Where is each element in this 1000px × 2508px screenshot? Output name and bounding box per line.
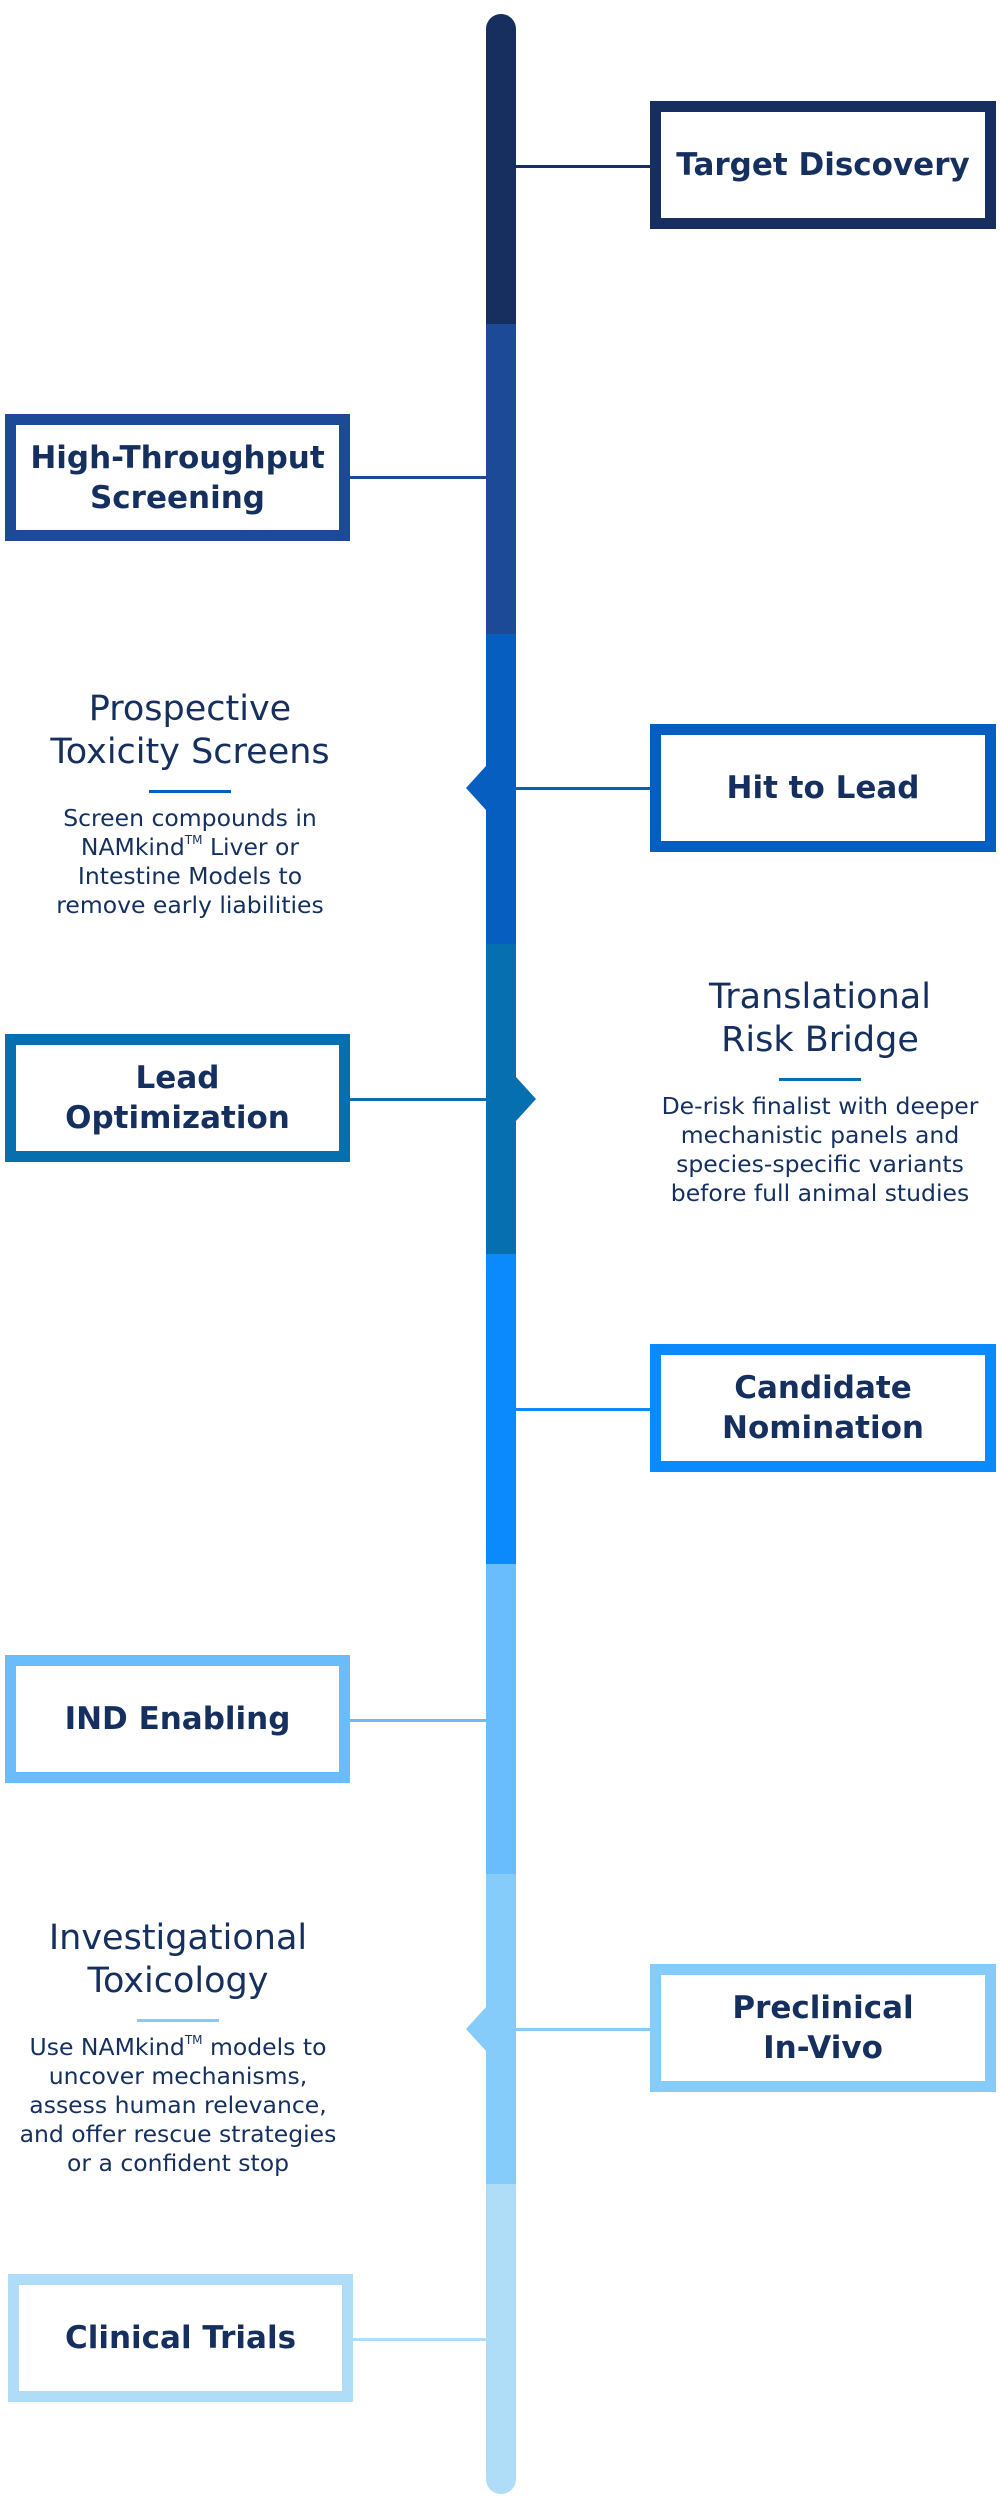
connector-preclinical-in-vivo — [516, 2028, 650, 2031]
note-body-text: NAMkind — [80, 833, 185, 861]
note-body-text: Use NAMkind — [29, 2033, 185, 2061]
timeline-segment-1 — [486, 14, 516, 324]
note-body-text: models to — [202, 2033, 327, 2061]
timeline-segment-6 — [486, 1564, 516, 1874]
note-body-line: before full animal studies — [670, 1179, 970, 1207]
note-body-line: Screen compounds in — [63, 804, 317, 832]
timeline-segment-7 — [486, 1874, 516, 2184]
note-body-line: NAMkindTM Liver or — [20, 833, 360, 862]
connector-lead-optimization — [350, 1098, 486, 1101]
note-title-line: Investigational — [48, 1918, 308, 1958]
stage-label-line: Preclinical — [732, 1990, 914, 2026]
note-title-line: Risk Bridge — [721, 1020, 919, 1060]
stage-label-line: In-Vivo — [763, 2030, 883, 2066]
note-pointer-translational — [516, 1077, 536, 1121]
note-body-line: remove early liabilities — [56, 891, 324, 919]
stage-label-line: IND Enabling — [64, 1701, 291, 1737]
note-title-line: Translational — [709, 977, 931, 1017]
stage-label-line: Candidate — [734, 1370, 912, 1406]
stage-label-line: Screening — [89, 479, 265, 516]
note-body-line: assess human relevance, — [29, 2091, 327, 2119]
note-body-line: mechanistic panels and — [680, 1121, 960, 1149]
stage-clinical-trials: Clinical Trials — [8, 2274, 353, 2402]
note-body-text: Liver or — [202, 833, 300, 861]
note-translational-risk-bridge: Translational Risk Bridge De-risk finali… — [640, 976, 1000, 1208]
stage-label-line: High-Throughput — [30, 439, 325, 476]
note-divider — [149, 790, 231, 793]
timeline-segment-4 — [486, 944, 516, 1254]
note-pointer-investigational — [466, 2007, 486, 2051]
note-body-line: or a confident stop — [66, 2149, 290, 2177]
trademark-mark: TM — [184, 833, 203, 847]
timeline-segment-3 — [486, 634, 516, 944]
note-title: Investigational Toxicology — [8, 1917, 348, 2003]
stage-label-line: Optimization — [65, 1100, 290, 1136]
stage-ind-enabling: IND Enabling — [5, 1655, 350, 1783]
trademark-mark: TM — [184, 2033, 203, 2047]
connector-clinical-trials — [352, 2338, 486, 2341]
connector-hit-to-lead — [516, 787, 650, 790]
note-body-line: species-specific variants — [676, 1150, 964, 1178]
note-body-line: and offer rescue strategies — [19, 2120, 337, 2148]
stage-label-line: Lead — [135, 1060, 220, 1096]
note-body: Screen compounds in NAMkindTM Liver or I… — [20, 804, 360, 920]
connector-target-discovery — [516, 165, 650, 168]
stage-hit-to-lead: Hit to Lead — [650, 724, 996, 852]
stage-label-line: Nomination — [722, 1410, 924, 1446]
note-title-line: Toxicology — [87, 1961, 269, 2001]
timeline-segment-5 — [486, 1254, 516, 1564]
note-body-line: De-risk finalist with deeper — [661, 1092, 979, 1120]
note-title: Prospective Toxicity Screens — [20, 688, 360, 774]
note-body-line: uncover mechanisms, — [48, 2062, 308, 2090]
connector-ind-enabling — [350, 1719, 486, 1722]
note-prospective-toxicity-screens: Prospective Toxicity Screens Screen comp… — [20, 688, 360, 920]
timeline-segment-2 — [486, 324, 516, 634]
note-body: De-risk finalist with deeper mechanistic… — [640, 1092, 1000, 1208]
note-divider — [137, 2019, 219, 2022]
stage-label-line: Target Discovery — [676, 147, 970, 183]
note-body-line: Use NAMkindTM models to — [8, 2033, 348, 2062]
timeline-segment-8 — [486, 2184, 516, 2494]
note-body: Use NAMkindTM models to uncover mechanis… — [8, 2033, 348, 2178]
note-divider — [779, 1078, 861, 1081]
connector-high-throughput-screening — [350, 476, 486, 479]
note-title-line: Toxicity Screens — [50, 732, 330, 772]
note-title: Translational Risk Bridge — [640, 976, 1000, 1062]
note-body-line: Intestine Models to — [77, 862, 303, 890]
note-title-line: Prospective — [88, 689, 292, 729]
note-investigational-toxicology: Investigational Toxicology Use NAMkindTM… — [8, 1917, 348, 2178]
stage-label-line: Hit to Lead — [726, 770, 920, 806]
stage-label-line: Clinical Trials — [64, 2320, 297, 2356]
connector-candidate-nomination — [516, 1408, 650, 1411]
note-pointer-prospective — [466, 766, 486, 810]
stage-target-discovery: Target Discovery — [650, 101, 996, 229]
